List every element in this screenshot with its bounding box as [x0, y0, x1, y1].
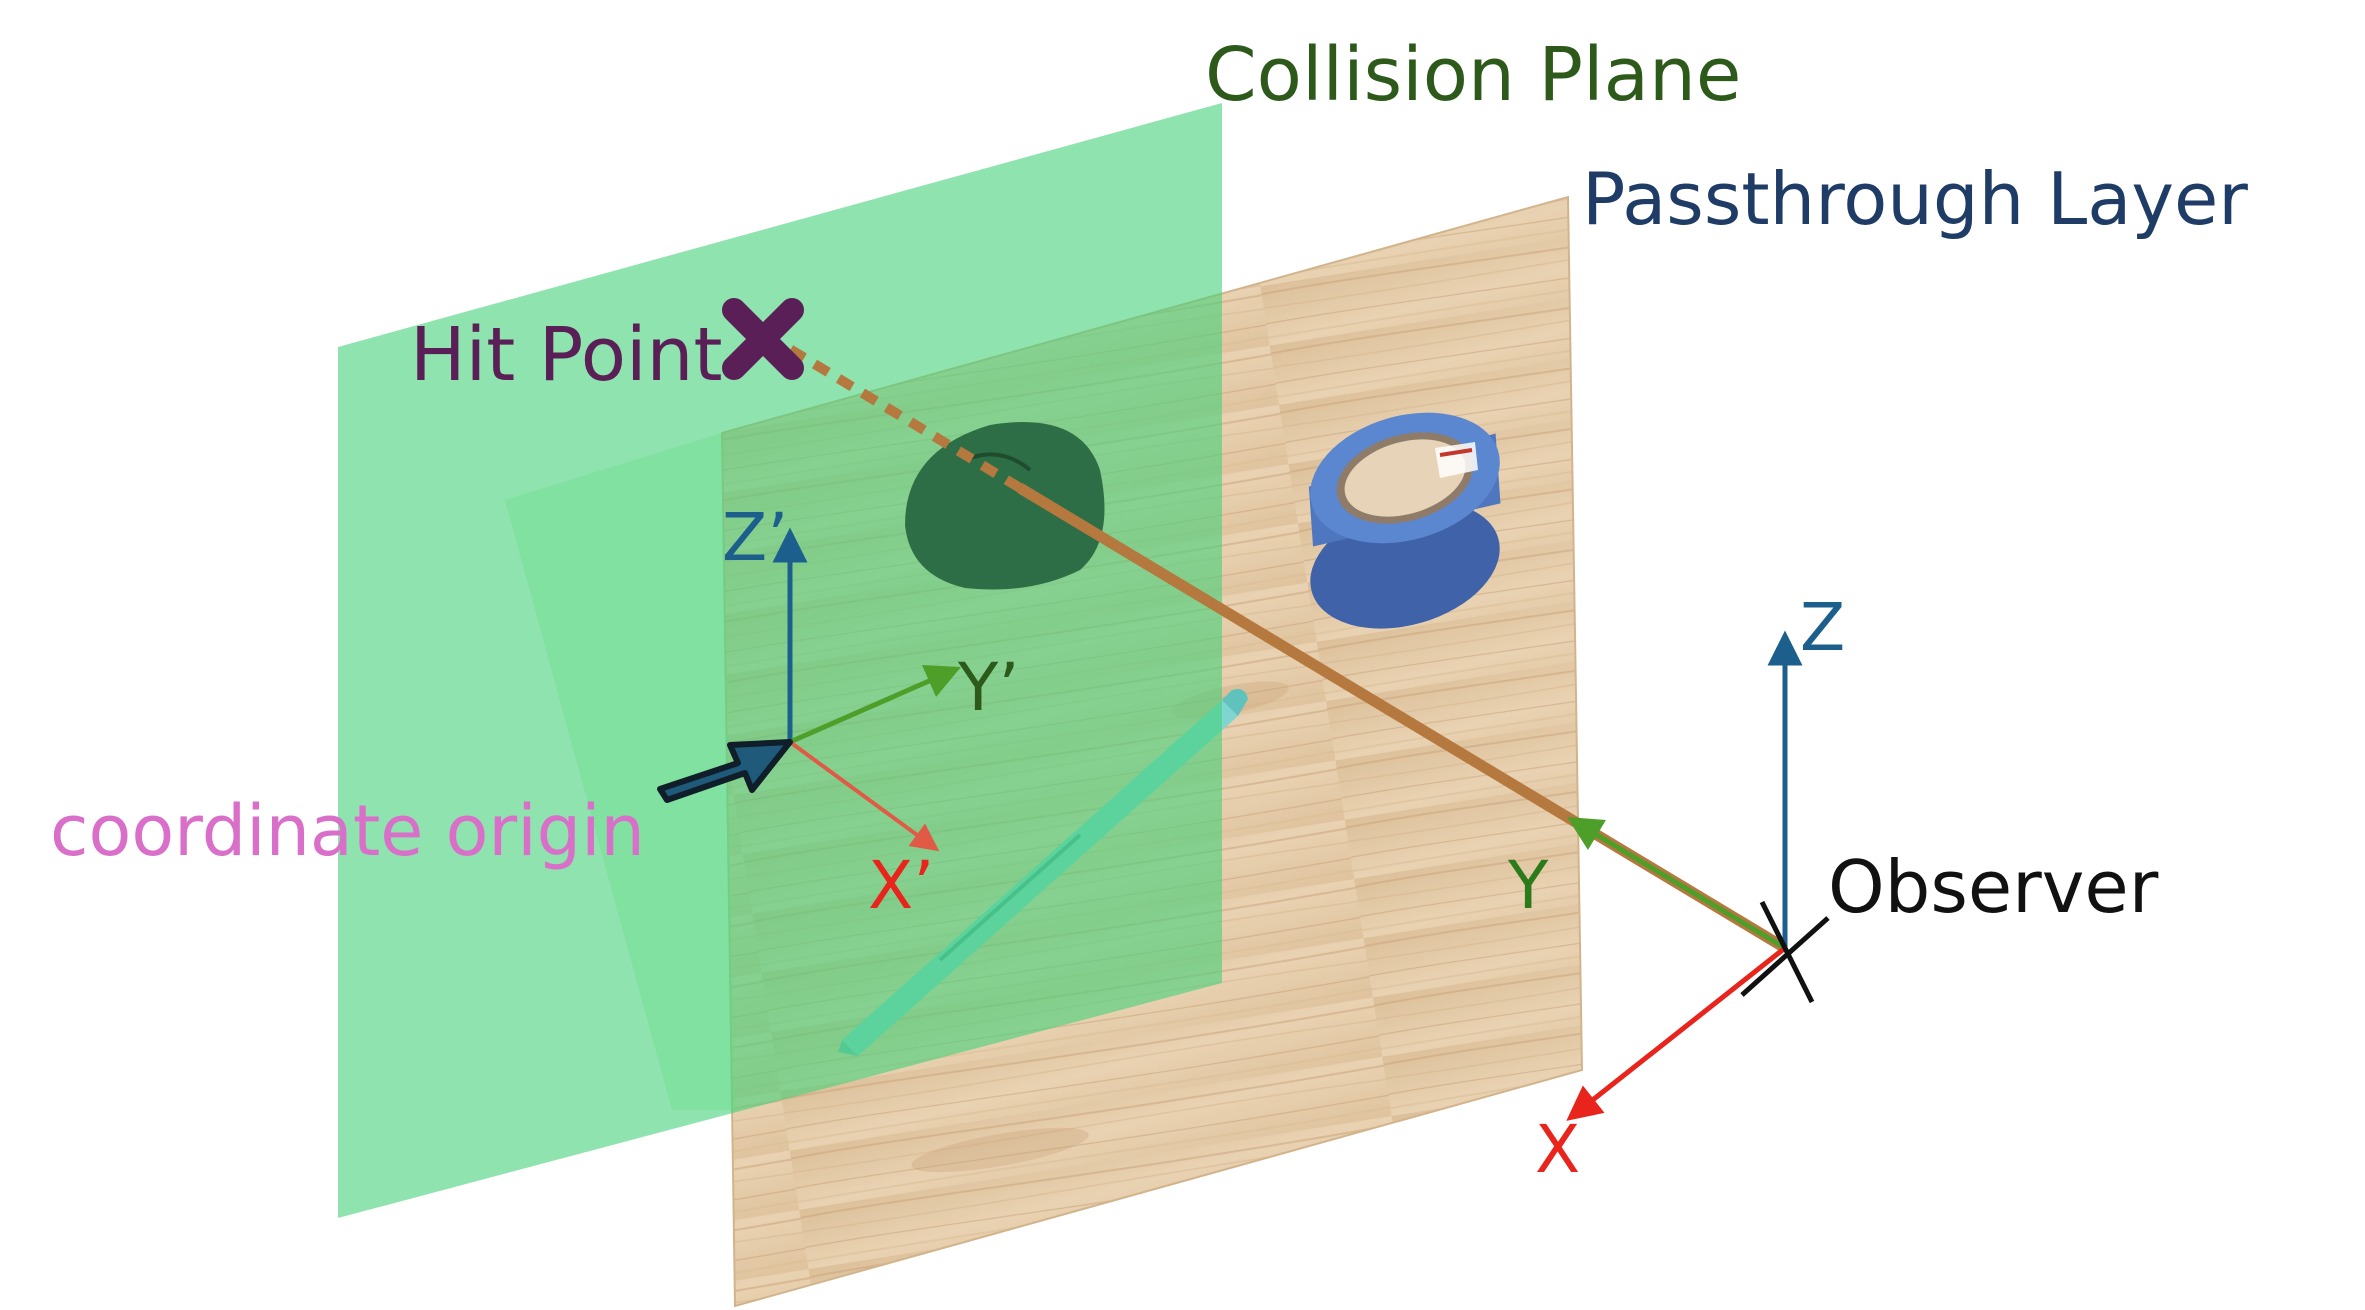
coordinate-origin-label: coordinate origin: [50, 790, 645, 872]
collision-plane-overlap: [505, 433, 735, 1110]
observer-label: Observer: [1828, 845, 2159, 929]
local-coordinate-frame: [772, 527, 962, 852]
axis-z-prime-label: Z’: [722, 499, 788, 576]
x-axis: [1566, 946, 1787, 1121]
axis-y-prime-label: Y’: [957, 649, 1019, 726]
observer-coordinate-frame: [1566, 630, 1830, 1121]
ray-segment-dashed: [780, 340, 1023, 493]
duct-tape-roll: [1308, 412, 1501, 629]
x-prime-axis: [788, 740, 940, 852]
collision-plane-surface: [338, 103, 1222, 1218]
collision-plane: [338, 103, 1222, 1218]
hit-point-x-icon: [722, 298, 804, 380]
passthrough-layer-label: Passthrough Layer: [1582, 157, 2248, 241]
axis-x-prime-label: X’: [868, 847, 934, 924]
y-prime-axis: [788, 665, 962, 745]
axis-x-label: X: [1535, 1111, 1580, 1188]
wood-knot: [911, 1127, 1089, 1173]
axis-z-label: Z: [1800, 589, 1845, 666]
collision-plane-label: Collision Plane: [1205, 32, 1741, 118]
observer-x-icon: [1740, 900, 1830, 1004]
coordinate-origin-arrow-icon: [657, 739, 793, 803]
hit-point-label: Hit Point: [410, 312, 722, 398]
y-axis: [1567, 816, 1787, 951]
axis-y-label: Y: [1507, 847, 1549, 924]
